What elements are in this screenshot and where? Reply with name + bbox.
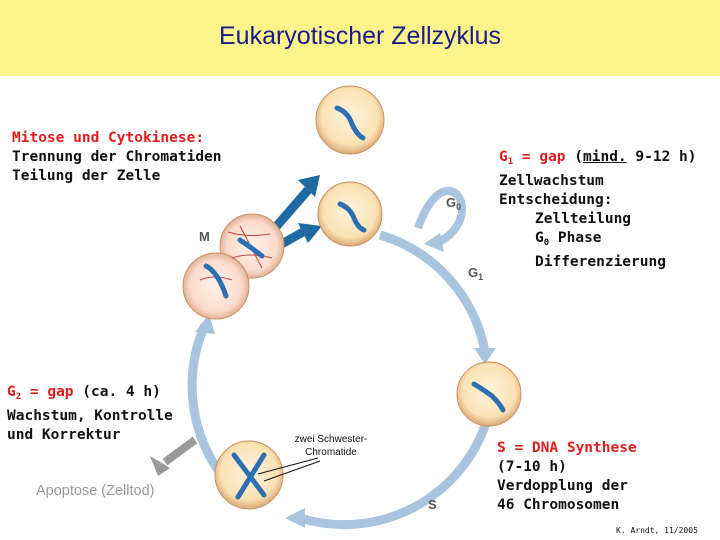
schwester-chromatide-label: zwei Schwester- Chromatide bbox=[282, 433, 380, 459]
cycle-arrowhead-s bbox=[285, 508, 305, 528]
chromosome-mark bbox=[237, 237, 265, 259]
g2-text: G2 = gap (ca. 4 h) Wachstum, Kontrolle u… bbox=[7, 383, 173, 445]
g1-subscript: 1 bbox=[478, 272, 484, 282]
cycle-arrow bbox=[378, 230, 490, 353]
apoptose-label: Apoptose (Zelltod) bbox=[36, 483, 155, 499]
cycle-arrow-s bbox=[298, 418, 492, 530]
exit-arrow-upper bbox=[271, 187, 312, 231]
g1-text: G1 = gap (mind. 9-12 h) Zellwachstum Ent… bbox=[499, 148, 697, 272]
chromosome-mark bbox=[235, 452, 267, 500]
annotation-line bbox=[257, 457, 319, 475]
schwester-line1: zwei Schwester- bbox=[294, 434, 368, 445]
g0-loop-arrow bbox=[414, 187, 466, 248]
exit-arrowhead-lower bbox=[298, 223, 322, 243]
mitose-heading: Mitose und Cytokinese: bbox=[12, 130, 205, 146]
g2-line2: und Korrektur bbox=[7, 427, 121, 443]
credit: K. Arndt, 11/2005 bbox=[616, 526, 698, 535]
g1-line3: Zellteilung bbox=[535, 211, 632, 227]
g2-heading: G2 = gap (ca. 4 h) bbox=[7, 384, 161, 402]
g1-line1: Zellwachstum bbox=[499, 173, 604, 189]
g1-line5: Differenzierung bbox=[535, 254, 666, 270]
schwester-line2: Chromatide bbox=[305, 447, 357, 458]
s-heading: S = DNA Synthese bbox=[497, 440, 637, 456]
g0-symbol: G bbox=[446, 195, 457, 210]
s-text: S = DNA Synthese (7-10 h) Verdopplung de… bbox=[497, 439, 637, 515]
apoptosis-arrowhead bbox=[150, 456, 170, 476]
title-bar bbox=[0, 0, 720, 76]
cycle-arrow-g2 bbox=[187, 323, 222, 473]
spindle-mark bbox=[199, 225, 273, 281]
s-line1: (7-10 h) bbox=[497, 459, 567, 475]
chromosome-mark bbox=[471, 381, 506, 413]
chromosome-mark bbox=[334, 105, 366, 141]
cell-s bbox=[456, 361, 522, 427]
g1-heading: G1 = gap (mind. 9-12 h) bbox=[499, 149, 697, 167]
g1-symbol: G bbox=[468, 265, 479, 280]
annotation-line bbox=[263, 460, 321, 482]
cell-g2 bbox=[214, 440, 321, 510]
g0-subscript: 0 bbox=[456, 202, 462, 212]
cycle-arrowhead-g2 bbox=[195, 314, 215, 334]
phase-label-g1: G1 bbox=[468, 265, 483, 282]
chromosome-mark bbox=[203, 263, 229, 299]
g1-line2: Entscheidung: bbox=[499, 192, 613, 208]
mitotic-cells bbox=[182, 213, 285, 320]
phase-label-s: S bbox=[428, 497, 437, 512]
cell-g1 bbox=[317, 181, 383, 247]
page-title: Eukaryotischer Zellzyklus bbox=[218, 22, 502, 50]
mitose-line1: Trennung der Chromatiden bbox=[12, 149, 222, 165]
apoptosis-arrow bbox=[162, 436, 198, 466]
mitose-line2: Teilung der Zelle bbox=[12, 168, 161, 184]
cycle-arrowhead-g1 bbox=[474, 348, 496, 364]
phase-label-m: M bbox=[199, 229, 210, 244]
chromosome-mark bbox=[337, 201, 367, 233]
mitose-text: Mitose und Cytokinese: Trennung der Chro… bbox=[12, 129, 222, 186]
cell-top bbox=[315, 85, 385, 155]
s-line2: Verdopplung der bbox=[497, 478, 628, 494]
phase-label-g0: G0 bbox=[446, 195, 461, 212]
g0-loop-arrowhead bbox=[424, 233, 444, 252]
exit-arrowhead-upper bbox=[298, 175, 320, 197]
g1-line4: G0 Phase bbox=[535, 230, 602, 248]
s-line3: 46 Chromosomen bbox=[497, 497, 620, 513]
g2-line1: Wachstum, Kontrolle bbox=[7, 408, 173, 424]
